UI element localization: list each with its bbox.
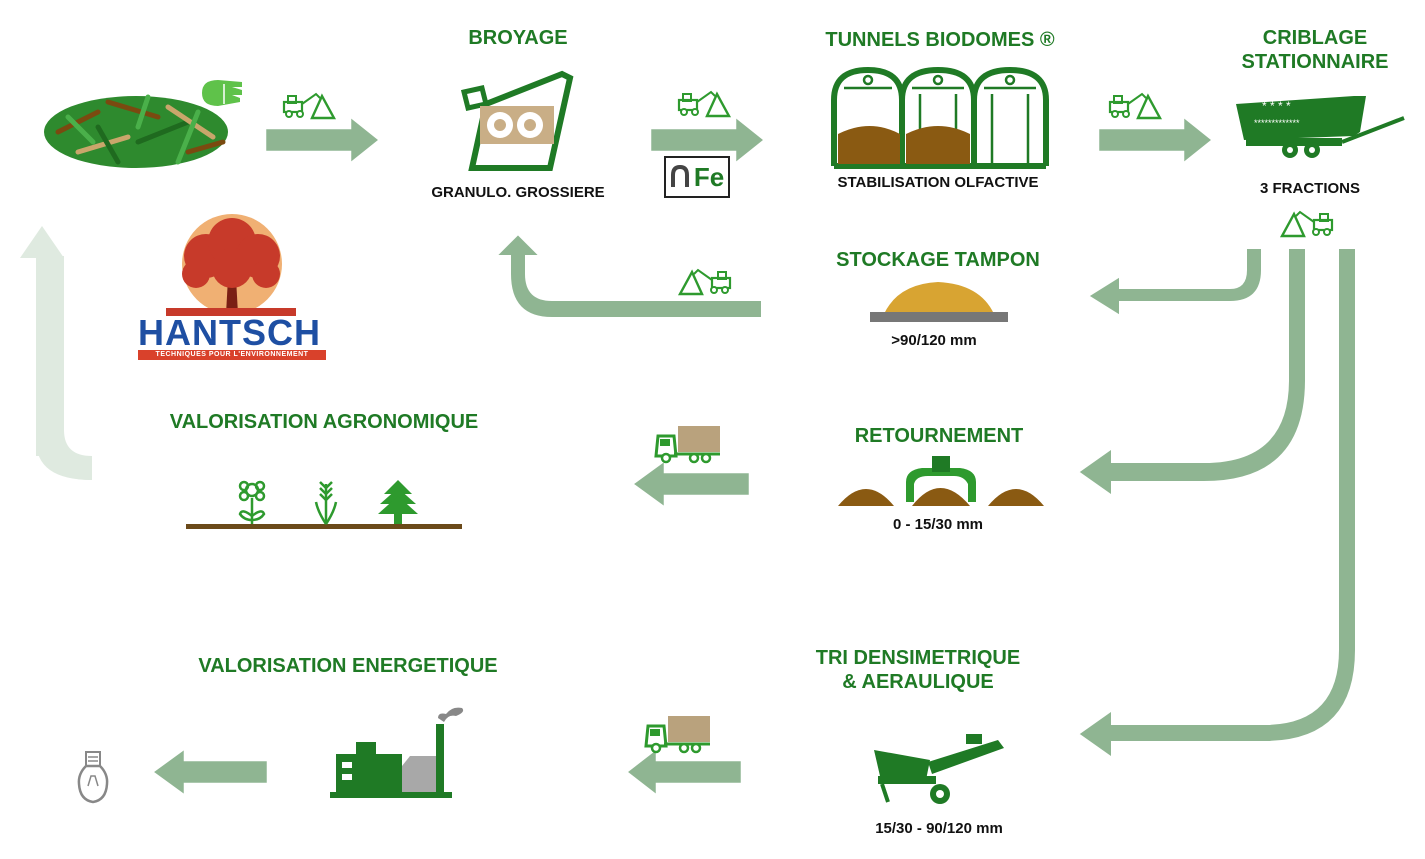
tri-title-line1: TRI DENSIMETRIQUE <box>815 647 1021 669</box>
logo-name: HANTSCH <box>138 312 321 353</box>
bulb-icon <box>77 751 109 804</box>
shredder-icon <box>460 70 574 171</box>
logo-tagline: TECHNIQUES POUR L'ENVIRONNEMENT <box>138 350 326 360</box>
plants-icon <box>186 480 462 529</box>
tri-title: TRI DENSIMETRIQUE & AERAULIQUE <box>786 646 1050 694</box>
tri-title-line2: & AERAULIQUE <box>842 671 994 693</box>
truck-icon <box>654 424 722 464</box>
retournement-title: RETOURNEMENT <box>854 425 1024 447</box>
tree-logo-icon <box>166 214 296 316</box>
tri-subtitle: 15/30 - 90/120 mm <box>875 820 1003 837</box>
tunnels-icon <box>831 66 1049 169</box>
tunnels-title: TUNNELS BIODOMES ® <box>825 29 1055 51</box>
loader-icon <box>1108 92 1162 120</box>
criblage-title: CRIBLAGE STATIONNAIRE <box>1230 26 1400 74</box>
fe-label: Fe <box>693 161 725 192</box>
broyage-title: BROYAGE <box>468 27 568 49</box>
heap-icon <box>870 282 1008 322</box>
stockage-title: STOCKAGE TAMPON <box>836 249 1040 271</box>
hand-icon <box>202 80 242 106</box>
loader-icon <box>677 90 731 118</box>
turner-icon <box>838 456 1044 506</box>
stockage-subtitle: >90/120 mm <box>891 332 977 349</box>
separator-icon <box>874 734 1004 804</box>
svg-text:* * * *: * * * * <box>1262 99 1291 113</box>
magnet-icon <box>670 164 689 187</box>
loader-icon <box>678 268 732 296</box>
svg-text:*************: ************* <box>1254 118 1300 128</box>
criblage-title-line2: STATIONNAIRE <box>1241 51 1389 73</box>
loader-icon <box>282 92 336 120</box>
criblage-title-line1: CRIBLAGE <box>1262 27 1368 49</box>
broyage-subtitle: GRANULO. GROSSIERE <box>431 184 605 201</box>
truck-icon <box>644 714 712 754</box>
energie-title: VALORISATION ENERGETIQUE <box>198 655 498 677</box>
magnet-box: Fe <box>664 156 730 198</box>
retournement-subtitle: 0 - 15/30 mm <box>892 516 984 533</box>
screen-trailer-icon: * * * * ************* <box>1236 96 1405 158</box>
wood-chips-icon <box>44 94 228 168</box>
agro-title: VALORISATION AGRONOMIQUE <box>169 411 479 433</box>
loader-icon <box>1280 210 1334 238</box>
tunnels-subtitle: STABILISATION OLFACTIVE <box>837 174 1039 191</box>
plant-icon <box>330 707 464 798</box>
criblage-subtitle: 3 FRACTIONS <box>1259 180 1360 197</box>
